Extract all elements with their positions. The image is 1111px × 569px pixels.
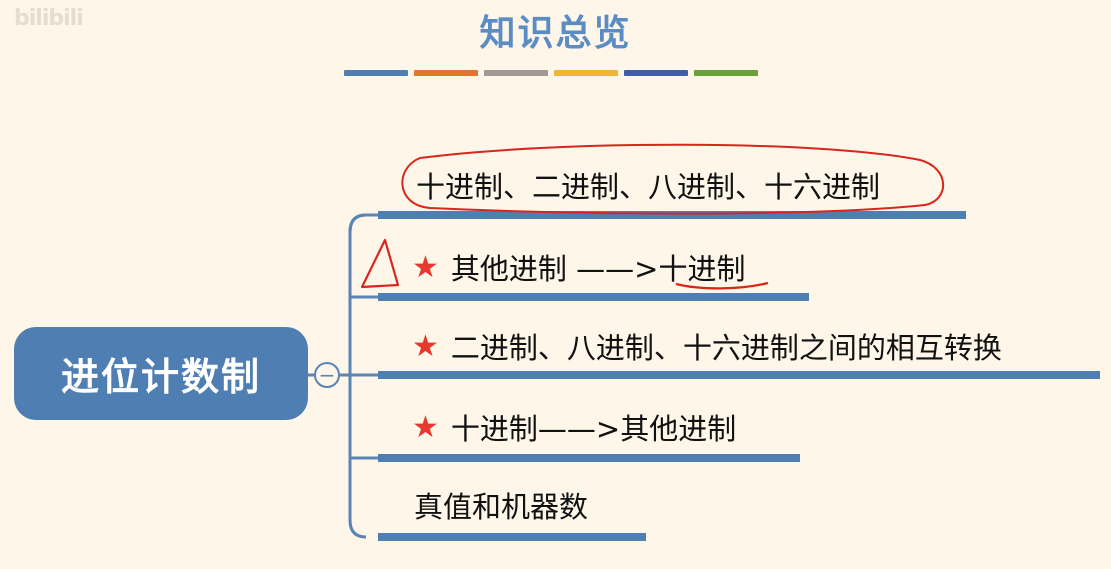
star-icon: ★ (412, 409, 439, 445)
branch-5-label: 真值和机器数 (414, 490, 589, 524)
root-node[interactable]: 进位计数制 (14, 327, 308, 420)
branch-3-label: 二进制、八进制、十六进制之间的相互转换 (450, 331, 1002, 365)
annotation-circle (401, 143, 945, 215)
branch-2-label-emphasis: 十进制 (658, 252, 746, 286)
color-bar-2 (414, 70, 478, 76)
branch-node-4[interactable]: ★ 十进制——>其他进制 (412, 406, 736, 448)
color-bar-1 (344, 70, 408, 76)
branch-node-2[interactable]: ★ 其他进制 ——> 十进制 (412, 246, 745, 288)
branch-1-underline (378, 211, 966, 219)
branch-2-label: 其他进制 ——> (450, 252, 659, 286)
watermark-logo: bilibili (14, 6, 84, 31)
color-bar-5 (624, 70, 688, 76)
branch-3-underline (378, 371, 1100, 379)
color-bar-strip (344, 70, 758, 76)
branch-5-underline (378, 533, 646, 541)
branch-2-underline (378, 293, 809, 301)
color-bar-3 (484, 70, 548, 76)
annotation-triangle (360, 238, 400, 289)
branch-node-5[interactable]: 真值和机器数 (414, 484, 588, 526)
color-bar-6 (694, 70, 758, 76)
trunk-branch-1 (348, 213, 380, 233)
branch-4-underline (378, 454, 800, 462)
collapse-button[interactable]: − (314, 362, 340, 388)
annotation-underline (675, 281, 769, 290)
branch-1-label: 十进制、二进制、八进制、十六进制 (416, 170, 881, 204)
color-bar-4 (554, 70, 618, 76)
branch-node-3[interactable]: ★ 二进制、八进制、十六进制之间的相互转换 (412, 325, 1002, 367)
star-icon: ★ (412, 328, 439, 364)
branch-4-label: 十进制——>其他进制 (450, 412, 737, 446)
branch-node-1[interactable]: 十进制、二进制、八进制、十六进制 (416, 164, 880, 206)
page-title: 知识总览 (479, 12, 632, 54)
star-icon: ★ (412, 249, 439, 285)
